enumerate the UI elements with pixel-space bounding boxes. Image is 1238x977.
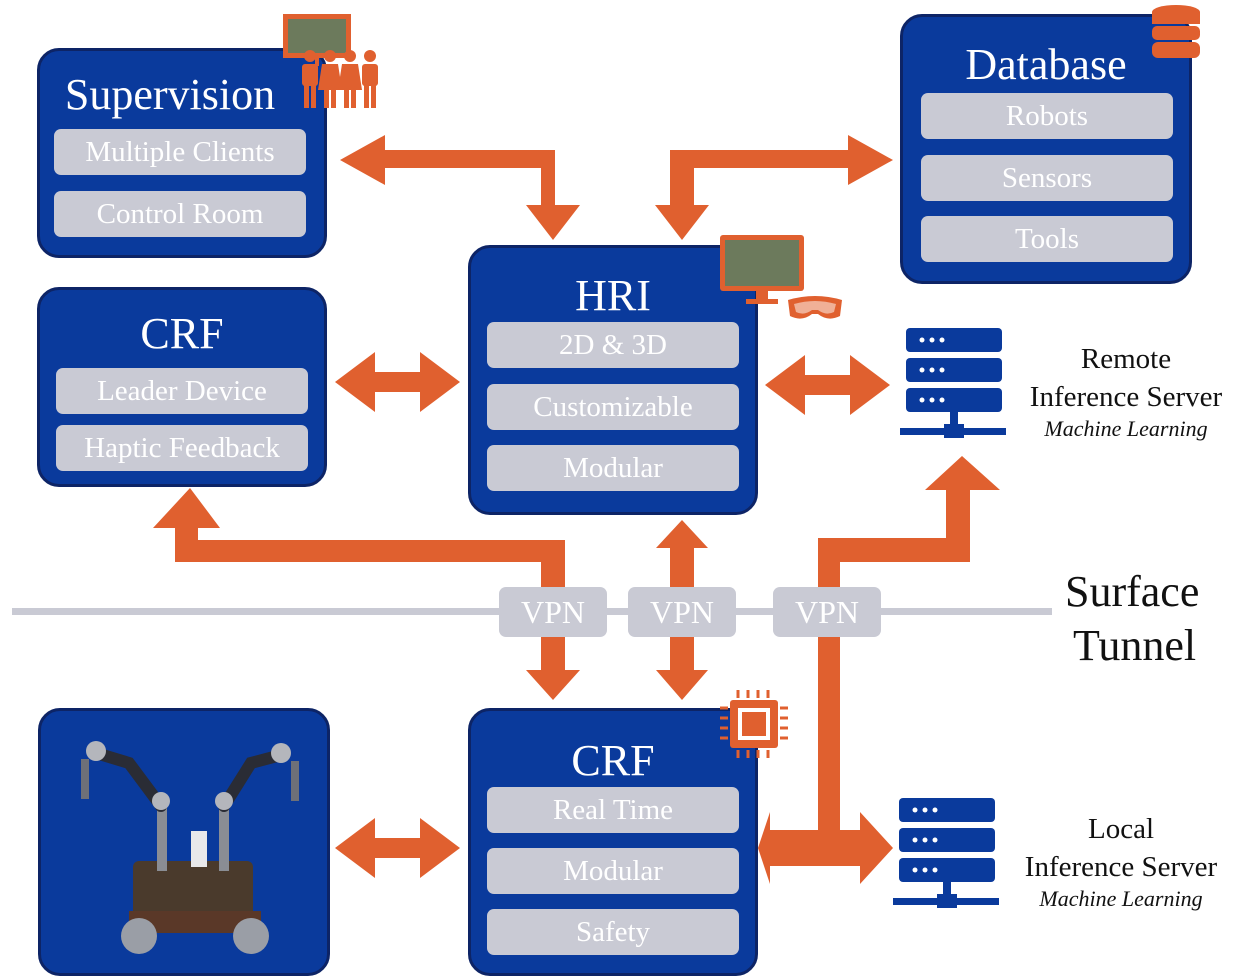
- arrow-crf-hri: [335, 352, 460, 412]
- robot-photo: [81, 741, 299, 954]
- arrow-robot-crf: [335, 818, 460, 878]
- arrow-hri-database: [655, 135, 893, 240]
- server-rack-icon: [893, 798, 999, 908]
- zone-tunnel-label: Tunnel: [1073, 621, 1197, 670]
- server-rack-icon: [900, 328, 1006, 438]
- arrow-remote-vertical: [758, 456, 1000, 884]
- hri-item-customizable: Customizable: [487, 384, 739, 430]
- remote-server-line2: Inference Server: [1029, 381, 1223, 413]
- vpn-label-3: VPN: [773, 587, 881, 637]
- supervision-item-control-room: Control Room: [54, 191, 306, 237]
- hri-item-modular: Modular: [487, 445, 739, 491]
- crf-follower-box: CRF Real Time Modular Safety: [468, 708, 758, 976]
- vpn-label-1: VPN: [499, 587, 607, 637]
- crf-item-modular: Modular: [487, 848, 739, 894]
- local-server-label: Local Inference Server Machine Learning: [1010, 810, 1232, 912]
- hri-title: HRI: [575, 271, 651, 320]
- display-icon: [283, 14, 351, 66]
- arrow-supervision-hri: [340, 135, 580, 240]
- vpn-label-2: VPN: [628, 587, 736, 637]
- supervision-item-multiple-clients: Multiple Clients: [54, 129, 306, 175]
- crf-item-haptic-feedback: Haptic Feedback: [56, 425, 308, 471]
- remote-server-line1: Remote: [1080, 343, 1172, 375]
- processor-chip-icon: [720, 690, 788, 758]
- hri-item-2d-3d: 2D & 3D: [487, 322, 739, 368]
- monitor-icon: [720, 235, 804, 304]
- vr-headset-icon: [788, 296, 842, 319]
- database-item-sensors: Sensors: [921, 155, 1173, 201]
- supervision-title: Supervision: [64, 70, 276, 119]
- zone-surface-label: Surface: [1065, 567, 1200, 616]
- database-stack-icon: [1152, 5, 1200, 58]
- local-server-line2: Inference Server: [1024, 851, 1218, 883]
- robot-panel: [38, 708, 330, 976]
- hri-box: HRI 2D & 3D Customizable Modular: [468, 245, 758, 515]
- local-server-line1: Local: [1087, 813, 1154, 845]
- supervision-box: Supervision Multiple Clients Control Roo…: [37, 48, 327, 258]
- database-item-robots: Robots: [921, 93, 1173, 139]
- people-icon: [302, 50, 378, 108]
- local-server-sub: Machine Learning: [1039, 886, 1203, 911]
- database-box: Database Robots Sensors Tools: [900, 14, 1192, 284]
- arrow-hri-remote: [765, 355, 890, 415]
- crf-item-safety: Safety: [487, 909, 739, 955]
- remote-server-label: Remote Inference Server Machine Learning: [1015, 340, 1237, 442]
- remote-server-sub: Machine Learning: [1044, 416, 1208, 441]
- crf-item-leader-device: Leader Device: [56, 368, 308, 414]
- crf-item-real-time: Real Time: [487, 787, 739, 833]
- crf-leader-box: CRF Leader Device Haptic Feedback: [37, 287, 327, 487]
- database-item-tools: Tools: [921, 216, 1173, 262]
- database-title: Database: [965, 40, 1127, 89]
- crf-follower-title: CRF: [571, 736, 655, 785]
- crf-leader-title: CRF: [140, 309, 224, 358]
- arrow-crf-top-crf-bottom: [153, 488, 580, 700]
